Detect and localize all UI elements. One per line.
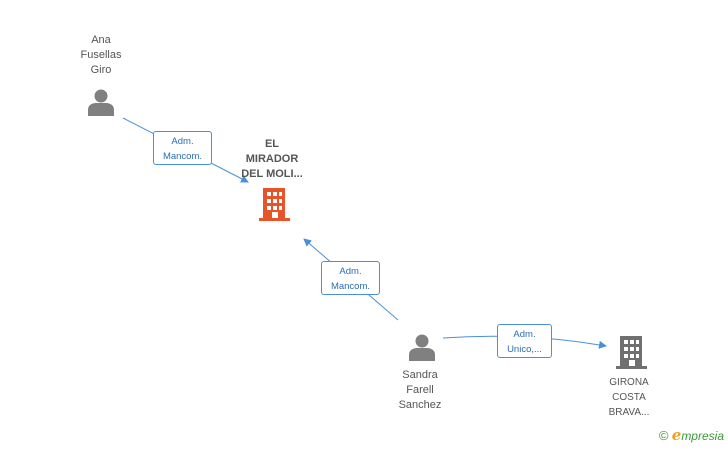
brand-logo: © empresia (659, 426, 724, 444)
person-icon[interactable] (88, 89, 114, 117)
person-label-sandra[interactable]: Sandra Farell Sanchez (370, 368, 470, 413)
label-line: COSTA (612, 392, 646, 403)
label-line: DEL MOLI... (241, 168, 303, 180)
company-label-mirador[interactable]: EL MIRADOR DEL MOLI... (222, 137, 322, 182)
label-line: BRAVA... (608, 407, 650, 418)
role-badge-ana-mirador[interactable]: Adm. Mancom. (153, 131, 212, 165)
label-line: Fusellas (80, 49, 122, 61)
copyright-symbol: © (658, 428, 669, 443)
role-line: Adm. (171, 136, 194, 147)
role-line: Mancom. (162, 151, 203, 162)
role-line: Adm. (513, 329, 536, 340)
role-line: Mancom. (330, 281, 371, 292)
role-line: Unico,... (507, 344, 542, 355)
company-label-girona[interactable]: GIRONA COSTA BRAVA... (579, 375, 679, 420)
brand-e: e (671, 426, 682, 444)
label-line: Sanchez (398, 399, 442, 411)
role-badge-sandra-girona[interactable]: Adm. Unico,... (497, 324, 552, 358)
label-line: GIRONA (609, 377, 649, 388)
person-label-ana[interactable]: Ana Fusellas Giro (51, 33, 151, 78)
role-badge-sandra-mirador[interactable]: Adm. Mancom. (321, 261, 380, 295)
role-line: Adm. (339, 266, 362, 277)
label-line: MIRADOR (245, 153, 299, 165)
person-icon[interactable] (409, 334, 435, 362)
label-line: Farell (406, 384, 434, 396)
building-icon[interactable] (259, 188, 290, 221)
label-line: Sandra (402, 369, 438, 381)
label-line: EL (264, 138, 280, 150)
brand-name: mpresia (681, 429, 724, 443)
label-line: Giro (90, 64, 112, 76)
building-icon[interactable] (616, 336, 647, 369)
label-line: Ana (91, 34, 111, 46)
